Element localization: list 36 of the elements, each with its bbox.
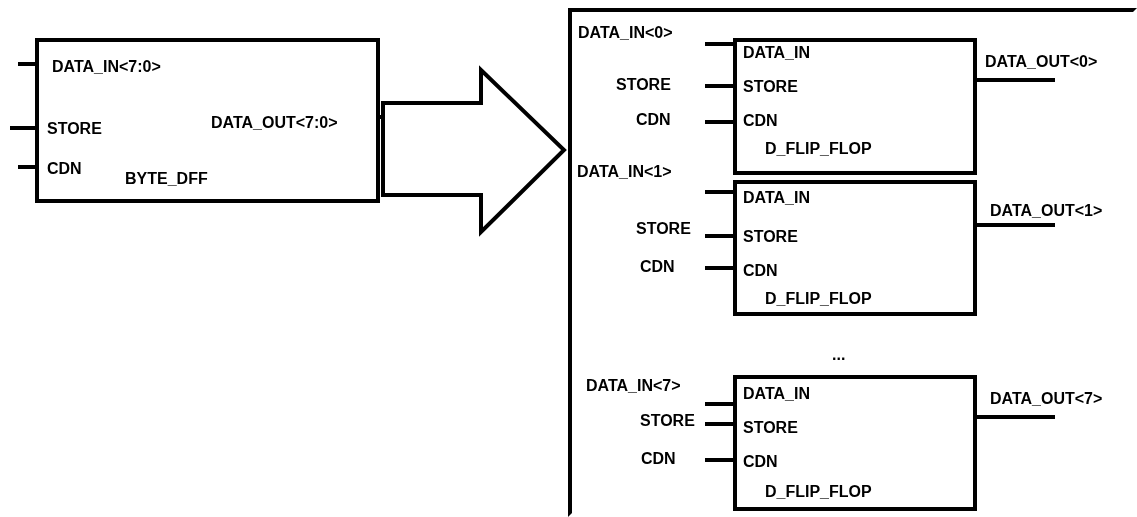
signal-label: DATA_OUT<0> — [985, 53, 1098, 71]
block-name: D_FLIP_FLOP — [765, 483, 872, 501]
pin-label: STORE — [47, 120, 102, 138]
pin-label: CDN — [743, 262, 778, 280]
pin-label: STORE — [743, 228, 798, 246]
block-arrow — [381, 65, 567, 237]
signal-label: DATA_IN<0> — [578, 24, 673, 42]
block-box — [733, 375, 977, 511]
ellipsis-label: ... — [832, 346, 846, 364]
pin-label: DATA_IN — [743, 189, 810, 207]
signal-label: CDN — [641, 450, 676, 468]
pin-label: DATA_OUT<7:0> — [211, 114, 338, 132]
signal-label: DATA_IN<1> — [577, 163, 672, 181]
signal-label: CDN — [636, 111, 671, 129]
pin-label: DATA_IN — [743, 44, 810, 62]
signal-label: DATA_OUT<7> — [990, 390, 1103, 408]
block-box — [35, 38, 380, 203]
block-name: D_FLIP_FLOP — [765, 290, 872, 308]
signal-label: STORE — [636, 220, 691, 238]
signal-label: STORE — [616, 76, 671, 94]
container-box — [568, 8, 1137, 517]
pin-label: CDN — [743, 112, 778, 130]
block-name: D_FLIP_FLOP — [765, 140, 872, 158]
signal-label: STORE — [640, 412, 695, 430]
block-name: BYTE_DFF — [125, 170, 208, 188]
signal-label: DATA_OUT<1> — [990, 202, 1103, 220]
pin-label: CDN — [47, 160, 82, 178]
block-box — [733, 38, 977, 175]
signal-label: DATA_IN<7> — [586, 377, 681, 395]
pin-label: DATA_IN — [743, 385, 810, 403]
pin-label: CDN — [743, 453, 778, 471]
pin-label: STORE — [743, 78, 798, 96]
pin-label: STORE — [743, 419, 798, 437]
pin-label: DATA_IN<7:0> — [52, 58, 161, 76]
signal-label: CDN — [640, 258, 675, 276]
block-box — [733, 180, 977, 316]
